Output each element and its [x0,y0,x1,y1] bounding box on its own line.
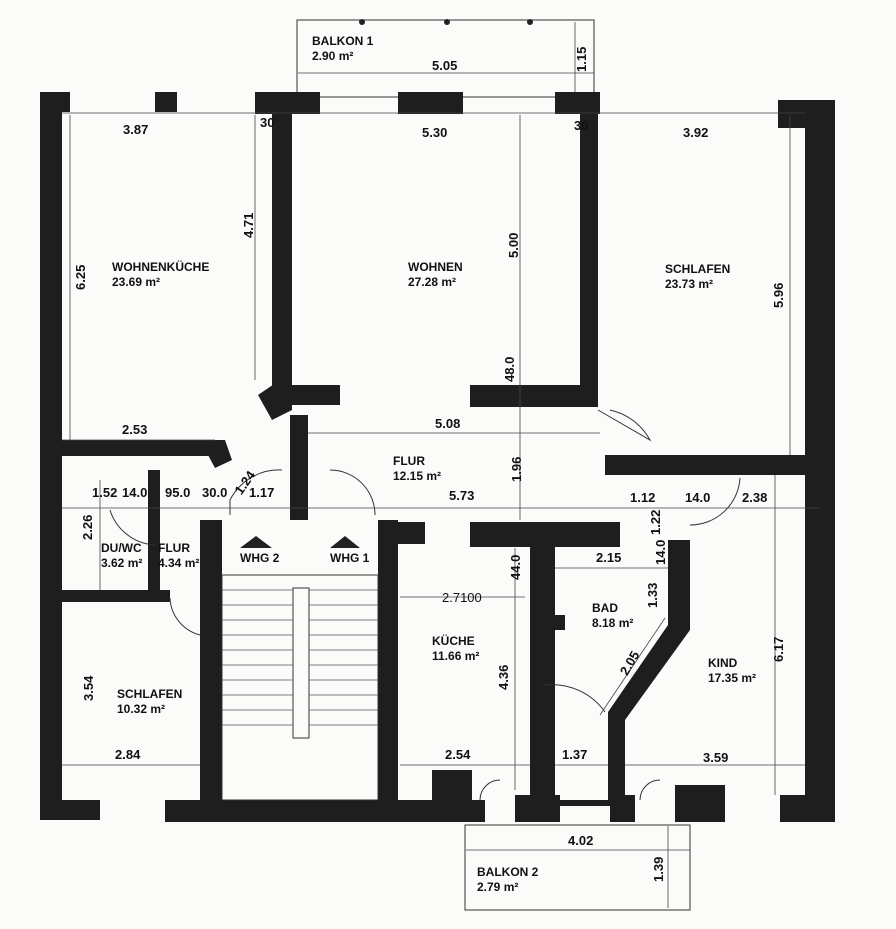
dimension: 5.05 [432,58,457,73]
dimension: 14.0 [653,540,668,565]
dimension: 4.02 [568,833,593,848]
room-name: BAD [592,601,618,615]
dimension: 48.0 [502,357,517,382]
dimension: 2.26 [80,515,95,540]
room-area: 8.18 m² [592,616,633,630]
room-area: 12.15 m² [393,469,441,483]
entrance-arrow-icon [330,536,360,548]
dimension: 30 [574,118,588,133]
dimension: 3.87 [123,122,148,137]
balkon-2 [464,824,691,911]
dimension: 1.37 [562,747,587,762]
dimension: 44.0 [508,555,523,580]
dimension: 5.96 [771,283,786,308]
unit-label-whg1[interactable]: WHG 1 [330,551,370,565]
room-name: FLUR [393,454,425,468]
room-name: KIND [708,656,738,670]
staircase [221,574,379,801]
dimension: 30.0 [202,485,227,500]
dimension: 6.25 [73,265,88,290]
room-name: DU/WC [101,541,142,555]
dimension: 4.36 [496,665,511,690]
entrance-arrow-icon [240,536,272,548]
dimension: 1.96 [509,457,524,482]
room-area: 3.62 m² [101,556,142,570]
room-name: BALKON 2 [477,865,539,879]
room-area: 2.90 m² [312,49,353,63]
dimension: 1.17 [249,485,274,500]
room-area: 11.66 m² [432,649,479,663]
walls [40,92,835,822]
dimension: 1.33 [645,583,660,608]
dimension: 1.15 [574,47,589,72]
room-area: 10.32 m² [117,702,165,716]
dimension-lines [62,112,820,795]
unit-entrances: WHG 2 WHG 1 [240,536,370,565]
room-area: 27.28 m² [408,275,456,289]
dimension: 2.84 [115,747,141,762]
room-name: BALKON 1 [312,34,374,48]
dimension: 5.73 [449,488,474,503]
dimension: 5.08 [435,416,460,431]
room-name: KÜCHE [432,633,475,648]
room-name: SCHLAFEN [117,687,182,701]
dimension: 3.92 [683,125,708,140]
room-name: WOHNENKÜCHE [112,259,209,274]
dimension: 2.53 [122,422,147,437]
room-name: FLUR [158,541,190,555]
room-area: 23.69 m² [112,275,160,289]
dimension: 6.17 [771,637,786,662]
dimension: 14.0 [685,490,710,505]
unit-label-whg2[interactable]: WHG 2 [240,551,280,565]
dimension: 2.7100 [442,590,482,605]
dimension: 95.0 [165,485,190,500]
dimension: 14.0 [122,485,147,500]
room-area: 2.79 m² [477,880,518,894]
dimension: 5.00 [506,233,521,258]
room-area: 4.34 m² [158,556,199,570]
dimension: 3.54 [81,675,96,701]
dimension: 5.30 [422,125,447,140]
dimension: 1.22 [648,510,663,535]
dimension: 1.12 [630,490,655,505]
room-area: 23.73 m² [665,277,713,291]
dimension: 1.52 [92,485,117,500]
room-area: 17.35 m² [708,671,756,685]
dimension: 3.59 [703,750,728,765]
dimension: 1.39 [651,857,666,882]
doors [109,409,741,801]
dimension: 30 [260,115,274,130]
room-name: WOHNEN [408,260,463,274]
room-labels: BALKON 1 2.90 m² WOHNENKÜCHE 23.69 m² WO… [101,34,756,894]
room-name: SCHLAFEN [665,262,730,276]
dimension: 2.54 [445,747,471,762]
dimension: 2.38 [742,490,767,505]
dimension: 4.71 [241,213,256,238]
dimension: 2.15 [596,550,621,565]
